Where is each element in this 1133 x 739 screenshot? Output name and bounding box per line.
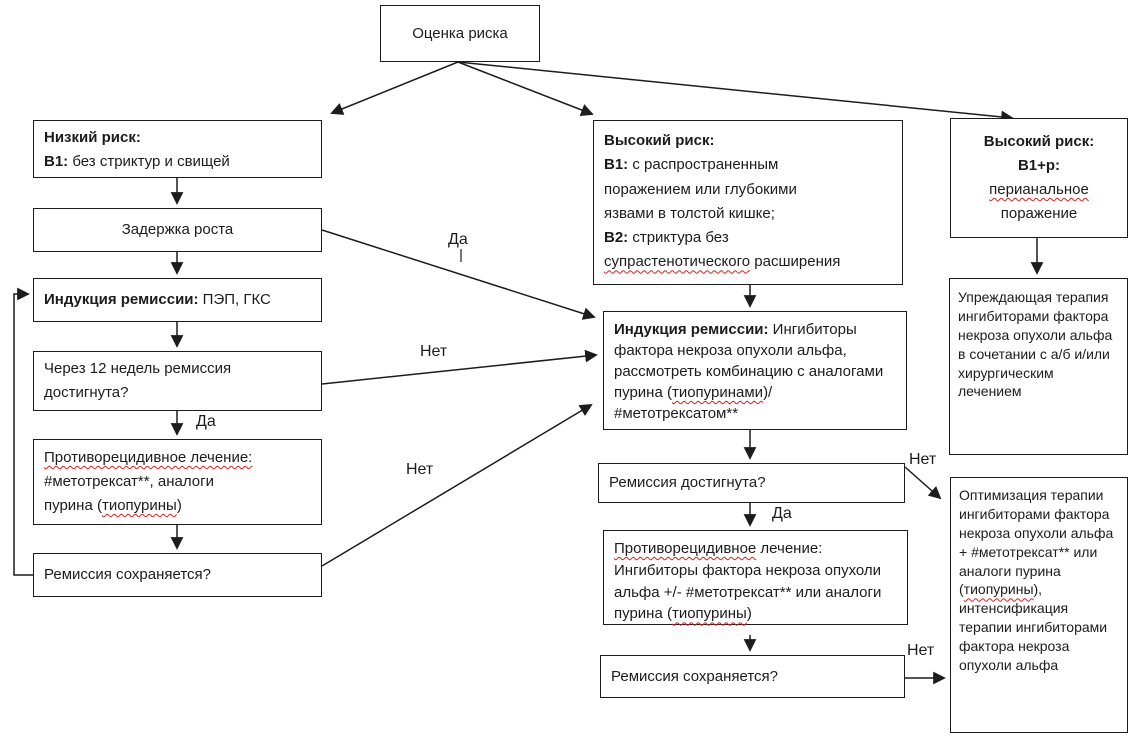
high-risk-mid-b1-label: B1: [604, 156, 629, 174]
high-risk-right-perianal: перианальное [989, 181, 1089, 198]
edge-label-net-kept-low: Нет [406, 461, 434, 478]
induction-low-text: ПЭП, ГКС [198, 291, 271, 309]
maintenance-low-title: Противорецидивное лечение: [44, 449, 253, 466]
node-high-risk-mid: Высокий риск: B1: с распространенным пор… [593, 120, 903, 285]
maintenance-mid-line4-pre: пурина ( [614, 605, 672, 623]
optimization-right-thiopurines: тиопурины [963, 581, 1034, 598]
induction-mid-line4-pre: пурина ( [614, 384, 672, 401]
induction-mid-line3: рассмотреть комбинацию с аналогами [614, 363, 884, 380]
optimization-right-pre: Оптимизация терапии ингибиторами фактора… [959, 487, 1114, 598]
induction-low-title: Индукция ремиссии: [44, 291, 199, 309]
edge-risk-to-lowrisk [330, 61, 459, 115]
high-risk-mid-title: Высокий риск: [604, 132, 715, 149]
node-week12-question: Через 12 недель ремиссия достигнута? [33, 351, 322, 411]
edge-label-net-kept-mid: Нет [907, 642, 935, 659]
node-optimization-right: Оптимизация терапии ингибиторами фактора… [950, 477, 1128, 733]
node-maintenance-mid: Противорецидивное лечение: Ингибиторы фа… [603, 530, 908, 625]
edge-achieved-no-to-optimization [904, 466, 942, 500]
node-maintenance-low: Противорецидивное лечение: #метотрексат*… [33, 439, 322, 525]
edge-label-net-week12: Нет [420, 343, 448, 360]
remission-achieved-mid-label: Ремиссия достигнута? [609, 474, 766, 492]
preemptive-right-text: Упреждающая терапия ингибиторами фактора… [958, 289, 1113, 400]
maintenance-low-thiopurines: тиопурины [101, 497, 177, 514]
high-risk-mid-b1-line3: язвами в толстой кишке; [604, 204, 775, 222]
high-risk-mid-b2-line1: стриктура без [628, 229, 729, 247]
low-risk-b1-label: B1: [44, 153, 69, 171]
maintenance-mid-line2: Ингибиторы фактора некроза опухоли [614, 561, 882, 579]
high-risk-right-title: Высокий риск: [983, 133, 1095, 150]
edge-label-da-growth: Да [448, 231, 468, 248]
maintenance-low-line3-post: ) [176, 497, 182, 514]
high-risk-mid-b2-label: B2: [604, 229, 629, 247]
optimization-right-post: ), интенсификация терапии ингибиторами ф… [959, 581, 1108, 674]
node-induction-low: Индукция ремиссии: ПЭП, ГКС [33, 278, 322, 322]
high-risk-mid-b2-squiggle-word: супрастенотического [604, 253, 751, 271]
high-risk-right-subtitle: B1+p: [1017, 157, 1061, 174]
node-remission-kept-mid: Ремиссия сохраняется? [600, 655, 905, 698]
induction-mid-line1: Ингибиторы [768, 321, 857, 338]
high-risk-mid-b1-line2: поражением или глубокими [604, 180, 797, 198]
maintenance-mid-title-squiggle: Противорецидивное [614, 540, 757, 557]
low-risk-title: Низкий риск: [44, 129, 141, 146]
edge-week12-no-to-induction-mid [321, 349, 598, 385]
node-risk-assessment: Оценка риска [380, 5, 540, 62]
edge-growth-to-induction-mid [321, 229, 596, 320]
growth-delay-label: Задержка роста [121, 221, 234, 239]
high-risk-mid-b1-line1: с распространенным [628, 156, 779, 174]
high-risk-right-lesion: поражение [1000, 205, 1078, 222]
remission-kept-mid-label: Ремиссия сохраняется? [611, 667, 778, 685]
maintenance-low-line2: #метотрексат**, аналоги [44, 473, 214, 490]
maintenance-mid-thiopurines: тиопурины [671, 605, 747, 623]
low-risk-b1-text: без стриктур и свищей [68, 153, 230, 171]
induction-mid-line5: #метотрексатом** [614, 405, 739, 422]
edge-risk-to-highrisk-mid [457, 61, 594, 117]
edge-risk-to-highrisk-right [457, 61, 1014, 124]
induction-mid-thiopurines: тиопуринами [671, 384, 764, 401]
risk-assessment-label: Оценка риска [412, 24, 508, 42]
induction-mid-title: Индукция ремиссии: [614, 321, 769, 338]
node-low-risk: Низкий риск: B1: без стриктур и свищей [33, 120, 322, 178]
node-remission-achieved-mid: Ремиссия достигнута? [598, 463, 905, 503]
node-induction-mid: Индукция ремиссии: Ингибиторы фактора не… [603, 311, 907, 430]
induction-mid-line4-post: )/ [763, 384, 773, 401]
edge-label-da-mid: Да [772, 505, 792, 522]
week12-question-label: Через 12 недель ремиссия достигнута? [44, 359, 232, 401]
maintenance-low-line3-pre: пурина ( [44, 497, 102, 514]
maintenance-mid-title-rest: лечение: [756, 540, 823, 557]
edge-label-net-achieved-mid: Нет [909, 451, 937, 468]
remission-kept-low-label: Ремиссия сохраняется? [44, 566, 211, 584]
maintenance-mid-line3: альфа +/- #метотрексат** или аналоги [614, 583, 882, 601]
edge-kept-no-to-induction-mid [321, 404, 593, 567]
high-risk-mid-b2-post: расширения [750, 253, 841, 271]
node-growth-delay: Задержка роста [33, 208, 322, 252]
node-remission-kept-low: Ремиссия сохраняется? [33, 553, 322, 597]
edge-label-da-week12: Да [196, 413, 216, 430]
maintenance-mid-line4-post: ) [746, 605, 752, 623]
induction-mid-line2: фактора некроза опухоли альфа, [614, 342, 847, 359]
node-high-risk-right: Высокий риск: B1+p: перианальное поражен… [950, 118, 1128, 238]
edge-kept-loopback-to-induction [13, 287, 33, 576]
node-preemptive-right: Упреждающая терапия ингибиторами фактора… [949, 278, 1128, 455]
